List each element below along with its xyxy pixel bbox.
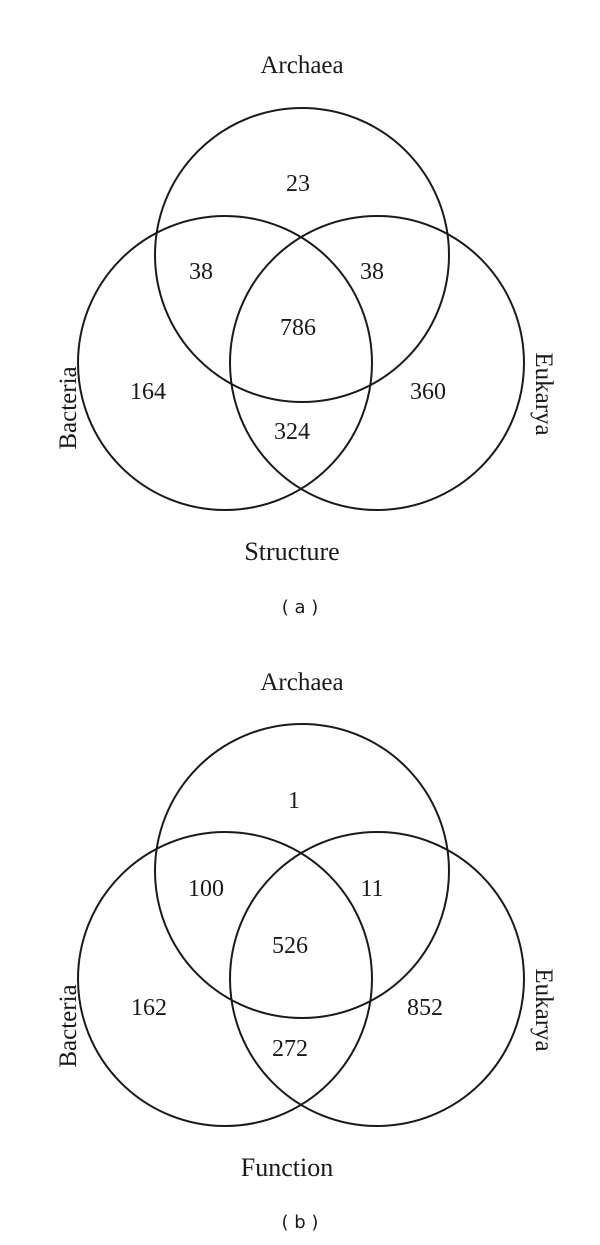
bacteria-circle	[77, 831, 373, 1127]
venn-diagram-b: Archaea Bacteria Eukarya 1 100 11 526 16…	[55, 669, 557, 1233]
set-label-bacteria: Bacteria	[55, 366, 82, 449]
archaea-circle	[154, 723, 450, 1019]
region-archaea-only: 1	[288, 788, 300, 814]
region-archaea-eukarya: 11	[360, 876, 383, 902]
diagram-title: Structure	[244, 537, 339, 566]
region-bacteria-eukarya: 272	[272, 1036, 308, 1062]
set-label-archaea: Archaea	[260, 669, 343, 696]
archaea-circle	[154, 107, 450, 403]
set-label-bacteria: Bacteria	[55, 984, 82, 1067]
set-label-eukarya: Eukarya	[530, 968, 557, 1051]
region-bacteria-only: 162	[131, 995, 167, 1021]
region-bacteria-eukarya: 324	[274, 419, 310, 445]
set-label-eukarya: Eukarya	[530, 352, 557, 435]
eukarya-circle	[229, 831, 525, 1127]
set-label-archaea: Archaea	[260, 52, 343, 79]
region-archaea-bacteria: 38	[189, 259, 213, 285]
region-bacteria-only: 164	[130, 379, 166, 405]
panel-caption: ( a )	[282, 597, 319, 618]
region-eukarya-only: 852	[407, 995, 443, 1021]
eukarya-circle	[229, 215, 525, 511]
diagram-title: Function	[241, 1153, 333, 1182]
region-archaea-bacteria: 100	[188, 876, 224, 902]
region-eukarya-only: 360	[410, 379, 446, 405]
region-archaea-only: 23	[286, 171, 310, 197]
bacteria-circle	[77, 215, 373, 511]
region-archaea-eukarya: 38	[360, 259, 384, 285]
panel-caption: ( b )	[282, 1212, 319, 1233]
region-all-three: 786	[280, 315, 316, 341]
venn-diagram-a: Archaea Bacteria Eukarya 23 38 38 786 16…	[55, 52, 557, 618]
region-all-three: 526	[272, 933, 308, 959]
